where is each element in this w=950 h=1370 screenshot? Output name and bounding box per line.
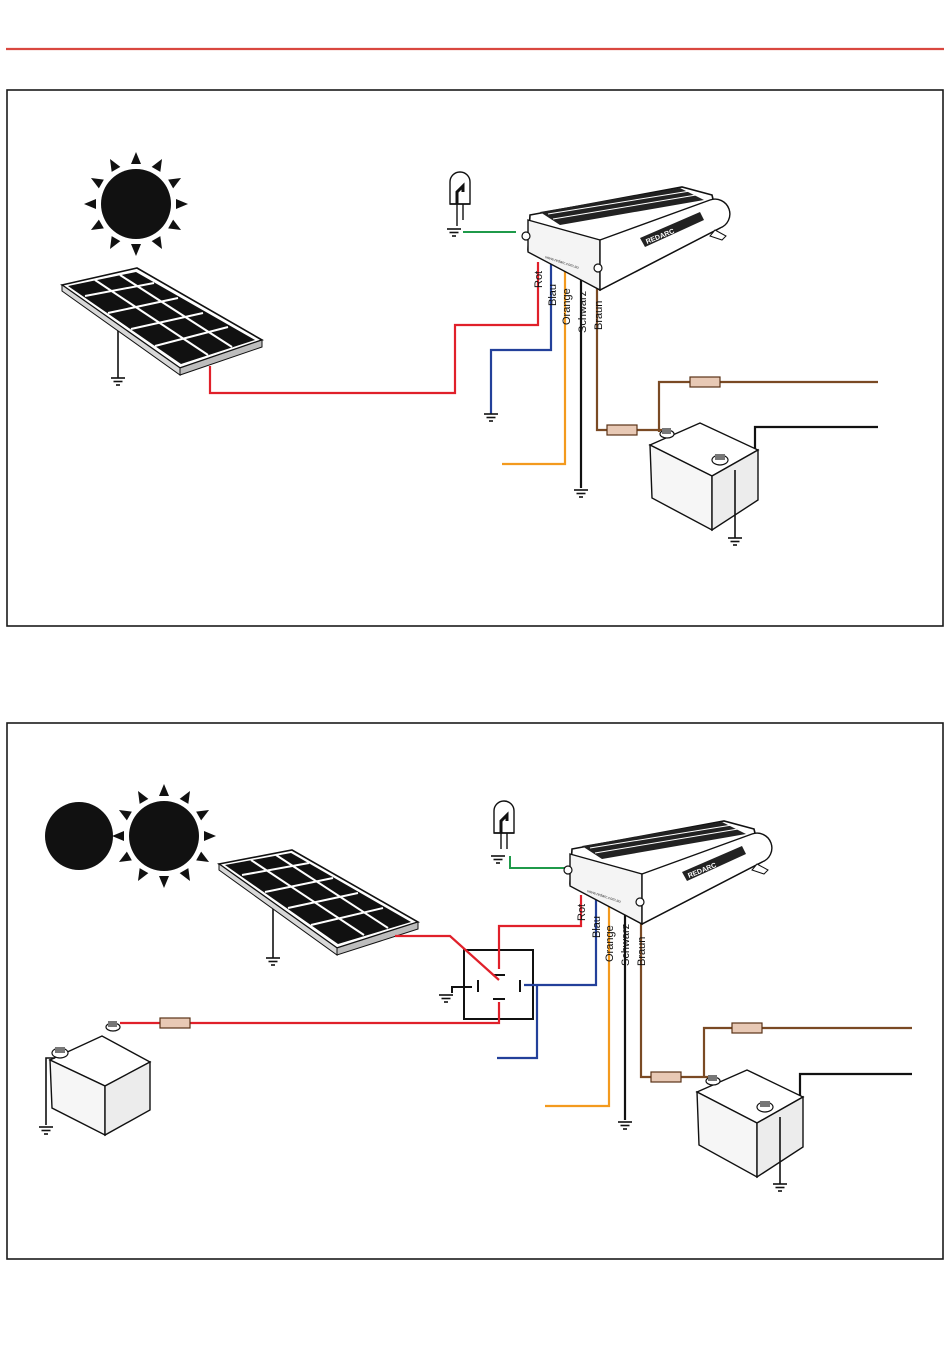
diagram-panel-1: REDARC www.redarc.com.au Rot Blau Orange… <box>7 90 943 626</box>
moon-icon <box>45 802 113 870</box>
panel-frame <box>7 90 943 626</box>
diagram-panel-2: REDARC www.redarc.com.au <box>7 723 943 1259</box>
wire-label-orange: Orange <box>604 925 616 962</box>
wire-label-brown: Braun <box>593 301 605 330</box>
wire-label-black: Schwarz <box>620 924 632 966</box>
wire-label-blue: Blau <box>591 916 603 938</box>
wire-label-red: Rot <box>533 271 545 288</box>
wire-label-red: Rot <box>576 904 588 921</box>
fuse-icon <box>651 1072 681 1082</box>
fuse-icon <box>607 425 637 435</box>
fuse-icon <box>690 377 720 387</box>
fuse-icon <box>732 1023 762 1033</box>
wire-label-blue: Blau <box>547 284 559 306</box>
wire-label-black: Schwarz <box>577 291 589 333</box>
wire-label-orange: Orange <box>561 288 573 325</box>
wire-label-brown: Braun <box>636 937 648 966</box>
fuse-icon <box>160 1018 190 1028</box>
